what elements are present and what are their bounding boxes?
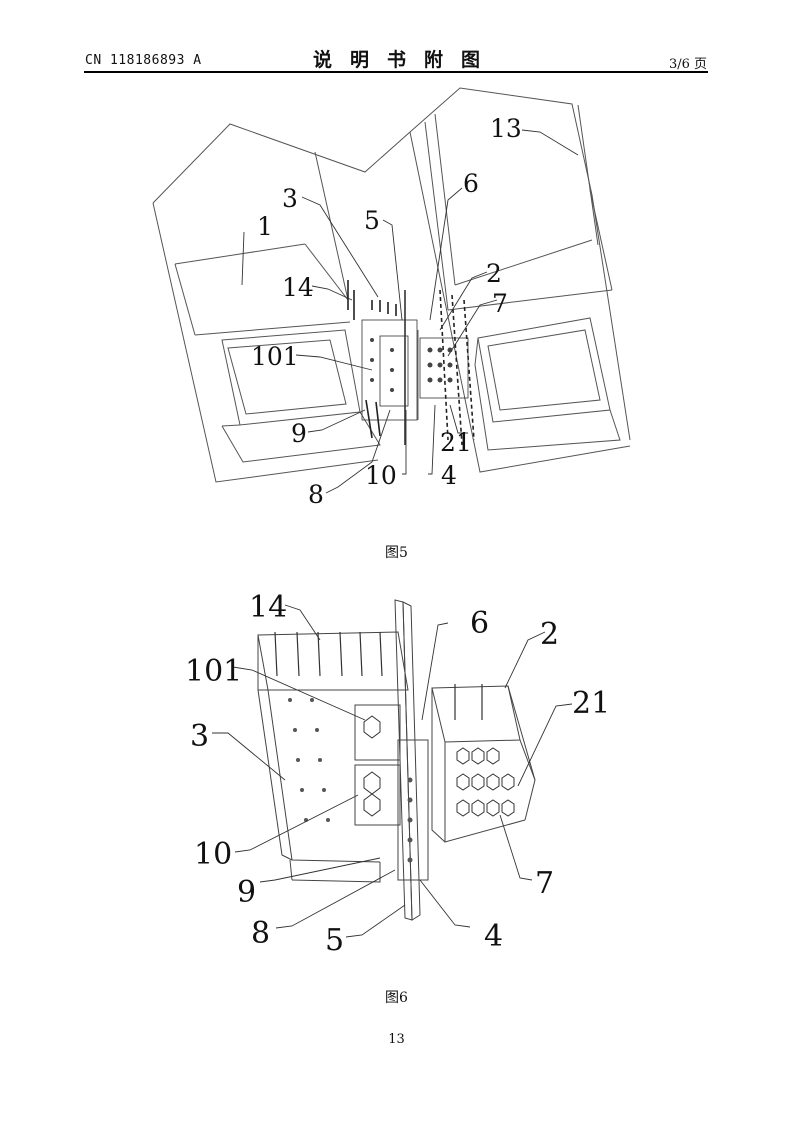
- section-title: 说明书附图: [312, 49, 498, 71]
- fig5-label-101: 101: [251, 342, 299, 371]
- fig5-label-21: 21: [440, 428, 472, 457]
- fig6-label-3: 3: [190, 719, 209, 754]
- fig5-label-3: 3: [282, 184, 298, 213]
- fig5-label-2: 2: [486, 259, 502, 288]
- fig5-label-1: 1: [257, 212, 273, 241]
- figure-6-drawing: 14 101 3 10 9 8 5 4 6 2 21 7: [185, 590, 610, 958]
- fig6-label-8: 8: [251, 916, 270, 951]
- page-number: 13: [388, 1032, 405, 1047]
- figure-5-drawing: 1 3 5 14 101 9 8 10 4 21 6 2 7 13: [152, 87, 631, 509]
- fig6-label-7: 7: [535, 866, 554, 901]
- fig6-label-101: 101: [185, 654, 242, 689]
- figure-6-caption: 图6: [385, 990, 408, 1006]
- fig5-label-14: 14: [282, 273, 314, 302]
- fig5-label-13: 13: [490, 114, 522, 143]
- fig5-label-9: 9: [291, 419, 307, 448]
- fig5-label-6: 6: [463, 169, 479, 198]
- fig6-label-10: 10: [194, 837, 232, 872]
- fig5-label-4: 4: [441, 461, 457, 490]
- header-rule: [84, 71, 708, 73]
- fig6-label-5: 5: [325, 923, 344, 958]
- fig6-label-14: 14: [249, 590, 287, 625]
- fig6-label-6: 6: [470, 606, 489, 641]
- fig6-label-4: 4: [484, 919, 503, 954]
- figure-5-caption: 图5: [385, 545, 408, 561]
- fig5-label-8: 8: [308, 480, 324, 509]
- fig6-label-2: 2: [540, 617, 559, 652]
- fig5-label-7: 7: [492, 289, 508, 318]
- patent-number: CN 118186893 A: [85, 53, 202, 68]
- page-indicator: 3/6 页: [668, 57, 707, 72]
- fig5-label-5: 5: [364, 206, 380, 235]
- fig5-label-10: 10: [365, 461, 397, 490]
- fig6-label-21: 21: [572, 686, 610, 721]
- fig6-label-9: 9: [237, 875, 256, 910]
